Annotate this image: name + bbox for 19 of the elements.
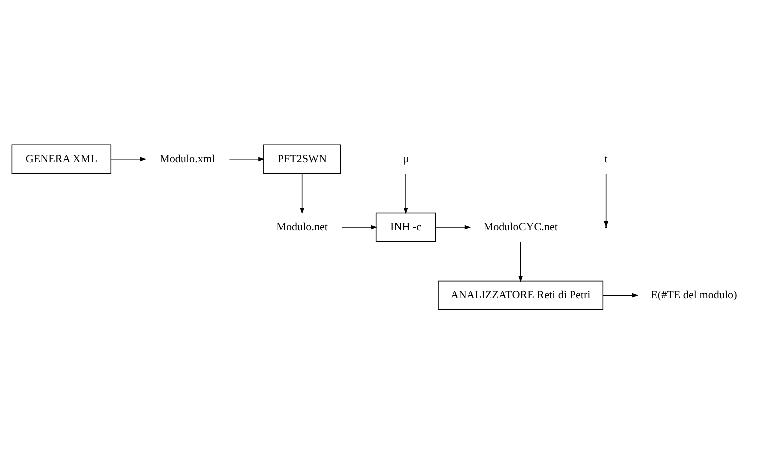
node-box: GENERA XML [12, 144, 112, 174]
arrow [342, 224, 378, 230]
node-text: E(#TE del modulo) [651, 289, 738, 302]
node-text: t [604, 152, 608, 165]
node-text: Modulo.net [276, 220, 328, 233]
arrow [518, 241, 524, 282]
arrow [603, 292, 639, 298]
arrow [300, 173, 305, 214]
node-text: ModuloCYC.net [484, 220, 558, 233]
arrow [604, 173, 609, 228]
node-text: μ [403, 152, 410, 165]
node-box: INH -c [376, 212, 436, 242]
node-box: PFT2SWN [264, 144, 342, 174]
arrow [110, 156, 147, 162]
node-text: Modulo.xml [160, 152, 216, 165]
arrow [435, 224, 472, 230]
arrow [404, 173, 408, 214]
arrow [229, 156, 265, 162]
node-box: ANALIZZATORE Reti di Petri [438, 280, 604, 310]
